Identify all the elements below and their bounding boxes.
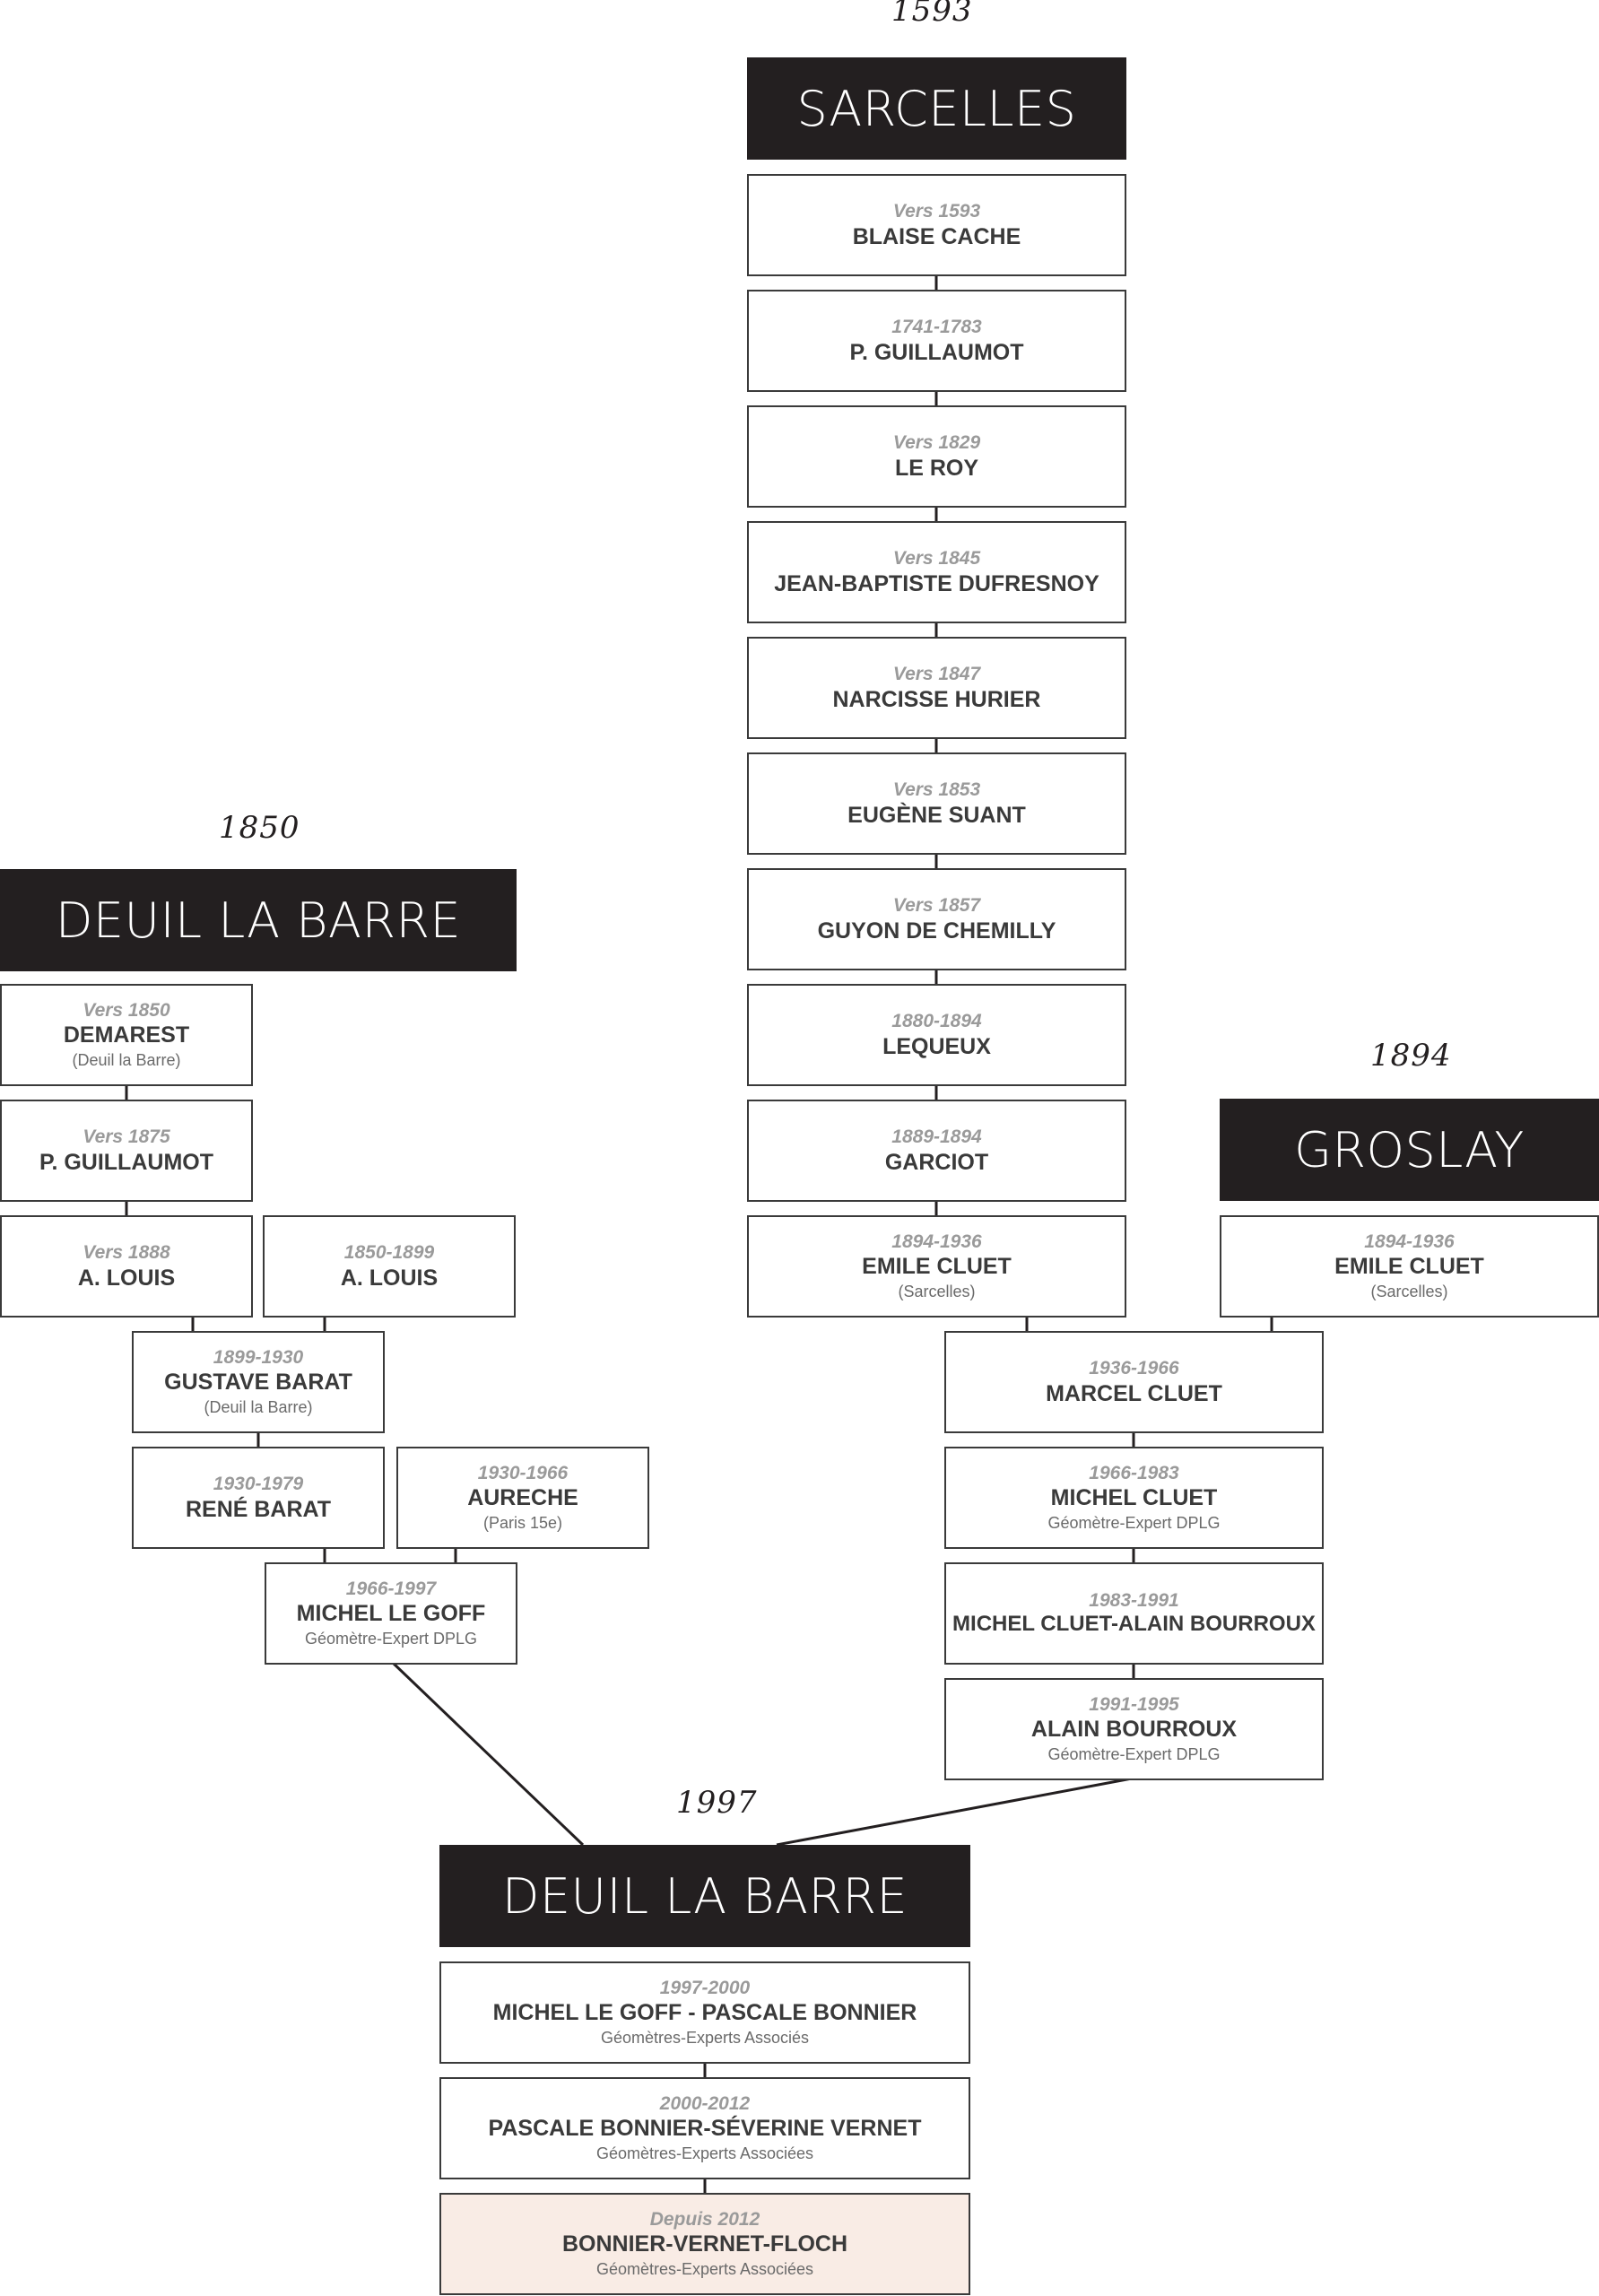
box-cluet-bourroux: 1983-1991 MICHEL CLUET-ALAIN BOURROUX bbox=[944, 1562, 1324, 1665]
box-name: MICHEL CLUET-ALAIN BOURROUX bbox=[952, 1612, 1316, 1637]
box-date: 1741-1783 bbox=[891, 317, 982, 338]
box-name: EMILE CLUET bbox=[862, 1254, 1012, 1280]
box-date: 1930-1966 bbox=[477, 1463, 569, 1484]
box-name: NARCISSE HURIER bbox=[832, 686, 1041, 712]
box-date: 1899-1930 bbox=[213, 1347, 304, 1369]
box-emile-cluet-groslay: 1894-1936 EMILE CLUET (Sarcelles) bbox=[1220, 1215, 1599, 1318]
box-name: GARCIOT bbox=[884, 1149, 989, 1175]
box-chemilly: Vers 1857 GUYON DE CHEMILLY bbox=[747, 868, 1126, 970]
box-name: P. GUILLAUMOT bbox=[39, 1149, 213, 1175]
header-deuil-la-barre-1850: DEUIL LA BARRE bbox=[0, 869, 517, 971]
box-suant: Vers 1853 EUGÈNE SUANT bbox=[747, 752, 1126, 855]
box-legoff-bonnier: 1997-2000 MICHEL LE GOFF - PASCALE BONNI… bbox=[439, 1961, 970, 2064]
box-name: BONNIER-VERNET-FLOCH bbox=[561, 2231, 848, 2257]
box-michel-cluet: 1966-1983 MICHEL CLUET Géomètre-Expert D… bbox=[944, 1447, 1324, 1549]
box-date: 1850-1899 bbox=[343, 1242, 435, 1264]
box-emile-cluet-sarcelles: 1894-1936 EMILE CLUET (Sarcelles) bbox=[747, 1215, 1126, 1318]
box-name: MICHEL CLUET bbox=[1050, 1485, 1218, 1511]
box-name: DEMAREST bbox=[63, 1022, 190, 1048]
box-garciot: 1889-1894 GARCIOT bbox=[747, 1100, 1126, 1202]
box-date: 1936-1966 bbox=[1089, 1358, 1179, 1379]
box-subtitle: Géomètre-Expert DPLG bbox=[304, 1630, 478, 1648]
box-subtitle: Géomètres-Experts Associées bbox=[595, 2144, 814, 2163]
box-date: Vers 1593 bbox=[892, 201, 981, 222]
box-date: Vers 1847 bbox=[892, 664, 981, 685]
box-bonnier-vernet: 2000-2012 PASCALE BONNIER-SÉVERINE VERNE… bbox=[439, 2077, 970, 2179]
box-p-guillaumot-1875: Vers 1875 P. GUILLAUMOT bbox=[0, 1100, 253, 1202]
box-name: A. LOUIS bbox=[77, 1265, 176, 1291]
box-date: 1894-1936 bbox=[1364, 1231, 1455, 1253]
box-subtitle: Géomètres-Experts Associés bbox=[600, 2029, 810, 2048]
box-date: Vers 1829 bbox=[892, 432, 981, 454]
box-name: GUSTAVE BARAT bbox=[164, 1370, 352, 1396]
box-lequeux: 1880-1894 LEQUEUX bbox=[747, 984, 1126, 1086]
box-michel-le-goff: 1966-1997 MICHEL LE GOFF Géomètre-Expert… bbox=[265, 1562, 517, 1665]
box-a-louis-1850: 1850-1899 A. LOUIS bbox=[263, 1215, 516, 1318]
box-aureche: 1930-1966 AURECHE (Paris 15e) bbox=[396, 1447, 649, 1549]
box-date: 1880-1894 bbox=[891, 1011, 982, 1032]
box-date: Depuis 2012 bbox=[649, 2209, 760, 2231]
box-name: A. LOUIS bbox=[340, 1265, 439, 1291]
box-date: Vers 1857 bbox=[892, 895, 981, 917]
box-name: PASCALE BONNIER-SÉVERINE VERNET bbox=[488, 2116, 922, 2142]
box-rene-barat: 1930-1979 RENÉ BARAT bbox=[132, 1447, 385, 1549]
year-1997: 1997 bbox=[676, 1785, 758, 1821]
box-gustave-barat: 1899-1930 GUSTAVE BARAT (Deuil la Barre) bbox=[132, 1331, 385, 1433]
box-bonnier-vernet-floch: Depuis 2012 BONNIER-VERNET-FLOCH Géomètr… bbox=[439, 2193, 970, 2295]
box-subtitle: (Paris 15e) bbox=[482, 1514, 563, 1533]
box-name: P. GUILLAUMOT bbox=[849, 339, 1024, 365]
box-subtitle: Géomètres-Experts Associées bbox=[595, 2260, 814, 2279]
box-dufresnoy: Vers 1845 JEAN-BAPTISTE DUFRESNOY bbox=[747, 521, 1126, 623]
box-name: LE ROY bbox=[894, 455, 979, 481]
box-marcel-cluet: 1936-1966 MARCEL CLUET bbox=[944, 1331, 1324, 1433]
box-name: EMILE CLUET bbox=[1334, 1254, 1484, 1280]
box-name: MICHEL LE GOFF bbox=[296, 1601, 486, 1627]
box-name: MARCEL CLUET bbox=[1046, 1380, 1222, 1406]
box-name: JEAN-BAPTISTE DUFRESNOY bbox=[774, 570, 1099, 596]
year-1894: 1894 bbox=[1370, 1038, 1452, 1074]
box-date: Vers 1850 bbox=[83, 1000, 170, 1022]
box-date: 1997-2000 bbox=[659, 1978, 751, 1999]
box-name: AURECHE bbox=[467, 1485, 578, 1511]
box-subtitle: Géomètre-Expert DPLG bbox=[1047, 1514, 1221, 1533]
box-p-guillaumot-1741: 1741-1783 P. GUILLAUMOT bbox=[747, 290, 1126, 392]
header-groslay: GROSLAY bbox=[1220, 1099, 1599, 1201]
box-date: 1983-1991 bbox=[1089, 1590, 1179, 1611]
box-a-louis-1888: Vers 1888 A. LOUIS bbox=[0, 1215, 253, 1318]
box-date: 2000-2012 bbox=[659, 2093, 751, 2115]
box-name: EUGÈNE SUANT bbox=[847, 802, 1026, 828]
box-name: GUYON DE CHEMILLY bbox=[817, 918, 1056, 944]
box-blaise-cache: Vers 1593 BLAISE CACHE bbox=[747, 174, 1126, 276]
box-alain-bourroux: 1991-1995 ALAIN BOURROUX Géomètre-Expert… bbox=[944, 1678, 1324, 1780]
box-name: RENÉ BARAT bbox=[185, 1496, 332, 1522]
year-1850: 1850 bbox=[219, 810, 300, 846]
box-subtitle: (Sarcelles) bbox=[898, 1283, 976, 1301]
box-date: 1991-1995 bbox=[1089, 1694, 1179, 1716]
box-date: 1966-1997 bbox=[345, 1578, 437, 1600]
box-subtitle: (Sarcelles) bbox=[1370, 1283, 1448, 1301]
box-date: 1966-1983 bbox=[1089, 1463, 1179, 1484]
box-demarest: Vers 1850 DEMAREST (Deuil la Barre) bbox=[0, 984, 253, 1086]
header-deuil-la-barre-1997: DEUIL LA BARRE bbox=[439, 1845, 970, 1947]
box-hurier: Vers 1847 NARCISSE HURIER bbox=[747, 637, 1126, 739]
box-name: LEQUEUX bbox=[882, 1033, 991, 1059]
box-date: 1930-1979 bbox=[213, 1474, 304, 1495]
header-sarcelles: SARCELLES bbox=[747, 57, 1126, 160]
box-date: Vers 1853 bbox=[892, 779, 981, 801]
box-name: ALAIN BOURROUX bbox=[1030, 1717, 1238, 1743]
box-name: BLAISE CACHE bbox=[852, 223, 1021, 249]
box-name: MICHEL LE GOFF - PASCALE BONNIER bbox=[492, 2000, 917, 2026]
box-date: Vers 1845 bbox=[892, 548, 981, 570]
box-subtitle: (Deuil la Barre) bbox=[72, 1051, 181, 1070]
box-date: 1894-1936 bbox=[891, 1231, 982, 1253]
box-date: Vers 1888 bbox=[83, 1242, 170, 1264]
box-subtitle: Géomètre-Expert DPLG bbox=[1047, 1745, 1221, 1764]
box-le-roy: Vers 1829 LE ROY bbox=[747, 405, 1126, 508]
box-subtitle: (Deuil la Barre) bbox=[204, 1398, 313, 1417]
year-1593: 1593 bbox=[891, 0, 973, 29]
box-date: 1889-1894 bbox=[891, 1126, 982, 1148]
box-date: Vers 1875 bbox=[83, 1126, 170, 1148]
